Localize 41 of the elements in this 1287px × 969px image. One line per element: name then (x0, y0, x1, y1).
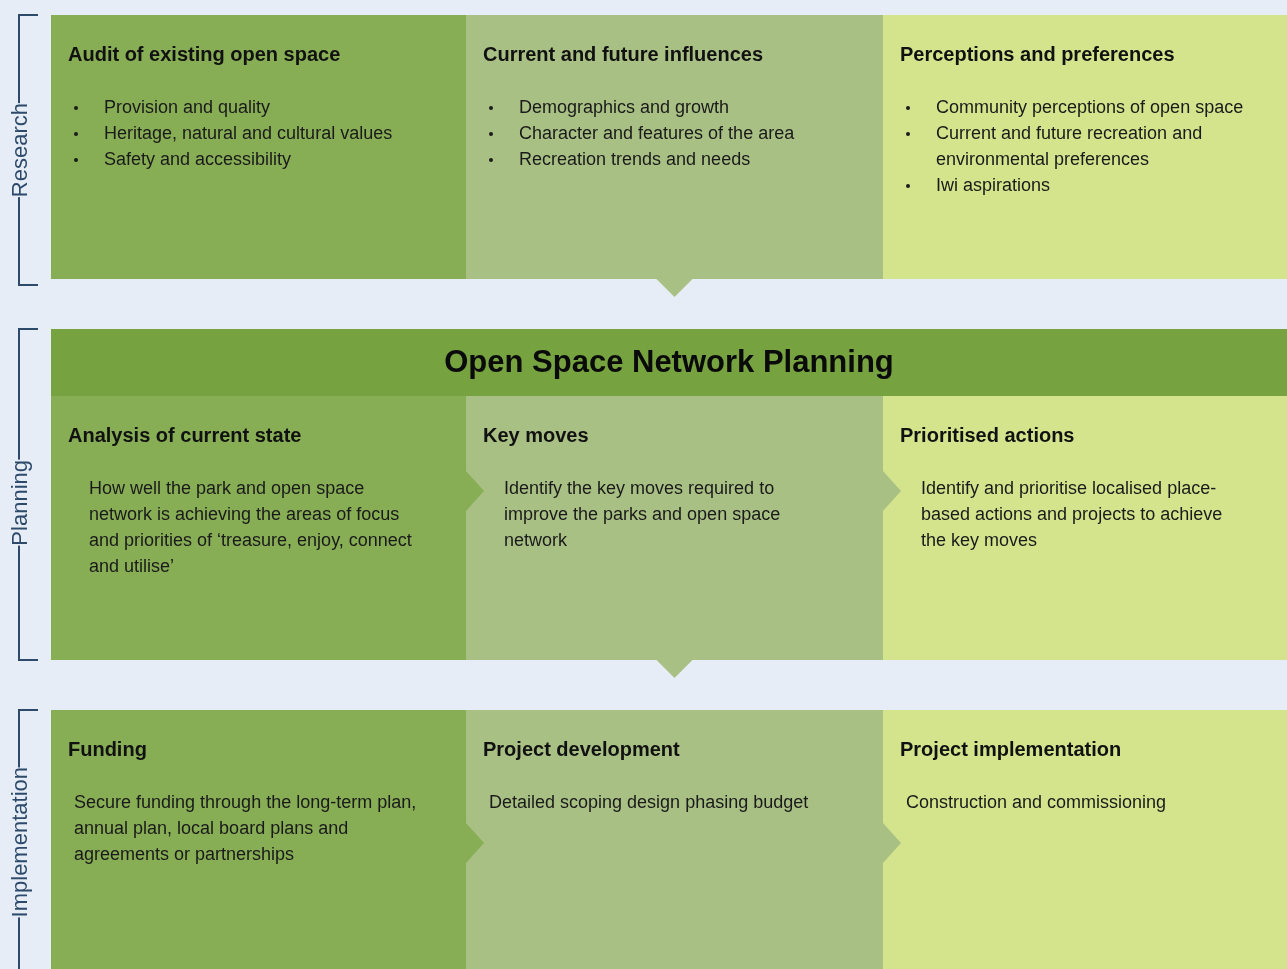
box-heading: Perceptions and preferences (900, 42, 1175, 67)
arrow (466, 823, 484, 863)
bullet-item: Community perceptions of open space (936, 96, 1245, 119)
stage-box (51, 710, 466, 969)
bullet-item: Safety and accessibility (104, 148, 293, 171)
arrow (883, 823, 901, 863)
stage-box (883, 396, 1287, 660)
bullet-item: Heritage, natural and cultural values (104, 122, 394, 145)
stage-box (883, 15, 1287, 279)
arrow (883, 471, 901, 511)
stage-box (466, 710, 883, 969)
box-description: Identify and prioritise localised place-based actions and projects to achieve the key moves (920, 477, 1224, 552)
box-description: Construction and commissioning (905, 791, 1168, 814)
bullet-item: Character and features of the area (519, 122, 796, 145)
box-heading: Prioritised actions (900, 423, 1075, 448)
box-description: Secure funding through the long-term plan, annual plan, local board plans and agreements or partnerships (73, 791, 418, 866)
box-heading: Key moves (483, 423, 589, 448)
box-description: Detailed scoping design phasing budget (488, 791, 810, 814)
box-heading: Current and future influences (483, 42, 764, 67)
bullet-item: Demographics and growth (519, 96, 731, 119)
box-description: Identify the key moves required to improve the parks and open space network (503, 477, 782, 552)
box-heading: Funding (68, 737, 147, 762)
box-heading: Project implementation (900, 737, 1122, 762)
bullet-item: Provision and quality (104, 96, 272, 119)
box-heading: Analysis of current state (68, 423, 302, 448)
box-heading: Audit of existing open space (68, 42, 341, 67)
stage-box (51, 396, 466, 660)
stage-box (466, 396, 883, 660)
bullet-item: Current and future recreation and environmental preferences (936, 122, 1204, 171)
stage-band (51, 329, 1287, 660)
arrow (656, 660, 693, 678)
arrow (656, 279, 693, 297)
box-heading: Project development (483, 737, 680, 762)
box-description: How well the park and open space network is achieving the areas of focus and priorities of ‘treasure, enjoy, connect and utilise’ (88, 477, 413, 578)
stage-box (466, 15, 883, 279)
arrow (466, 471, 484, 511)
bullet-item: Recreation trends and needs (519, 148, 752, 171)
band-heading: Open Space Network Planning (443, 343, 895, 382)
stage-box (51, 15, 466, 279)
stage-box (883, 710, 1287, 969)
bullet-item: Iwi aspirations (936, 174, 1052, 197)
